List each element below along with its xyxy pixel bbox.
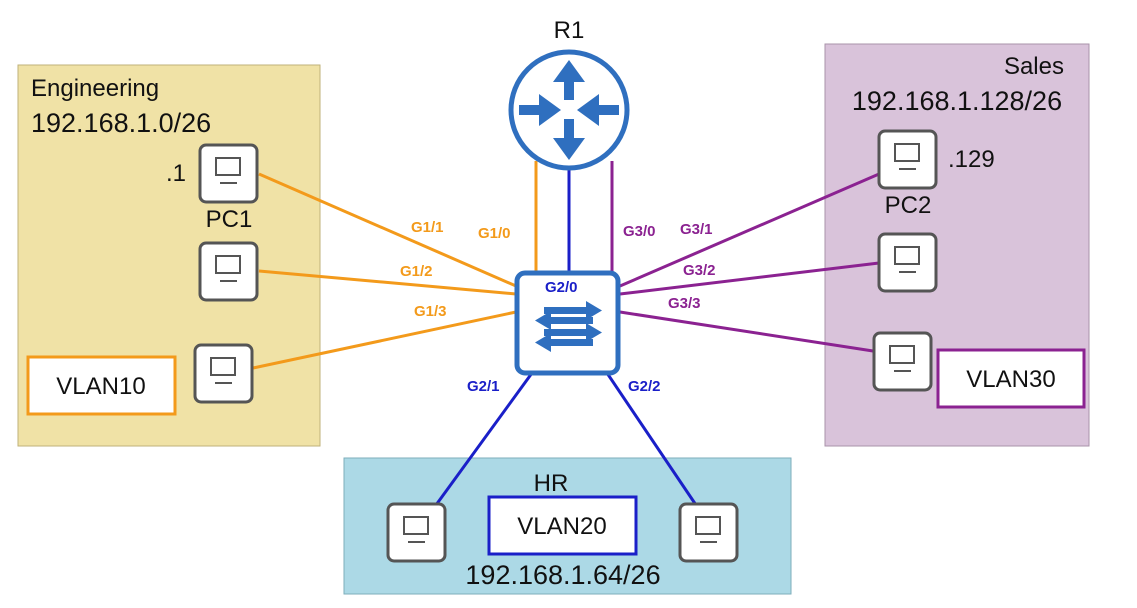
pc2-label: PC2 xyxy=(885,192,932,219)
link-pc-g2-2 xyxy=(605,372,698,506)
link-pc2-g3-1 xyxy=(619,172,880,288)
port-g2-1: G2/1 xyxy=(467,378,500,395)
pc-icon xyxy=(678,502,739,563)
pc2-ip: .129 xyxy=(948,146,995,173)
vlan10-box xyxy=(26,355,177,416)
pc-icon xyxy=(198,241,259,302)
pc-icons xyxy=(193,129,938,563)
pc1-ip: .1 xyxy=(166,160,186,187)
pc-icon xyxy=(877,232,938,293)
pc-hr-1[interactable] xyxy=(386,502,447,563)
vlan20-box xyxy=(487,495,638,556)
router-label: R1 xyxy=(554,17,585,44)
engineering-links xyxy=(252,161,538,370)
port-g1-0: G1/0 xyxy=(478,225,511,242)
pc-icon xyxy=(198,143,259,204)
link-pc1-g1-1 xyxy=(258,172,517,288)
port-g3-1: G3/1 xyxy=(680,221,713,238)
engineering-subnet: 192.168.1.0/26 xyxy=(31,108,211,138)
vlan20-label: VLAN20 xyxy=(517,513,606,540)
router-arrows xyxy=(519,60,619,160)
vlan30-box xyxy=(936,348,1086,409)
pc-icon xyxy=(386,502,447,563)
vlan10-label: VLAN10 xyxy=(56,373,145,400)
router-icon xyxy=(508,49,630,171)
port-g1-1: G1/1 xyxy=(411,219,444,236)
pc-icon xyxy=(877,129,938,190)
port-g3-2: G3/2 xyxy=(683,262,716,279)
link-pc-g2-1 xyxy=(434,372,534,506)
sales-links xyxy=(610,161,880,353)
port-g2-0: G2/0 xyxy=(545,279,578,296)
sales-subnet: 192.168.1.128/26 xyxy=(852,86,1062,116)
link-pc-g1-3 xyxy=(252,310,517,370)
port-g1-2: G1/2 xyxy=(400,263,433,280)
engineering-name: Engineering xyxy=(31,75,159,102)
switch-sw1[interactable] xyxy=(514,270,621,376)
pc-sales-2[interactable] xyxy=(877,232,938,293)
port-g3-0: G3/0 xyxy=(623,223,656,240)
link-pc-g3-2 xyxy=(619,261,880,296)
pc1-label: PC1 xyxy=(206,206,253,233)
pc-icon xyxy=(193,343,254,404)
port-labels: G1/1 G1/0 G1/2 G1/3 G2/0 G2/1 G2/2 G3/0 … xyxy=(400,219,716,395)
vlan30-label: VLAN30 xyxy=(966,366,1055,393)
pc2[interactable] xyxy=(877,129,938,190)
pc-engineering-2[interactable] xyxy=(198,241,259,302)
pc-engineering-3[interactable] xyxy=(193,343,254,404)
port-g2-2: G2/2 xyxy=(628,378,661,395)
hr-name: HR xyxy=(534,470,569,497)
link-pc-g1-2 xyxy=(258,269,517,296)
router-r1[interactable] xyxy=(508,49,630,171)
pc-icon xyxy=(872,331,933,392)
link-pc-g3-3 xyxy=(619,310,874,353)
port-g3-3: G3/3 xyxy=(668,295,701,312)
switch-arrows xyxy=(535,301,602,352)
pc1[interactable] xyxy=(198,143,259,204)
hr-links xyxy=(434,168,698,506)
port-g1-3: G1/3 xyxy=(414,303,447,320)
hr-subnet: 192.168.1.64/26 xyxy=(465,560,660,590)
sales-name: Sales xyxy=(1004,53,1064,80)
pc-hr-2[interactable] xyxy=(678,502,739,563)
pc-sales-3[interactable] xyxy=(872,331,933,392)
